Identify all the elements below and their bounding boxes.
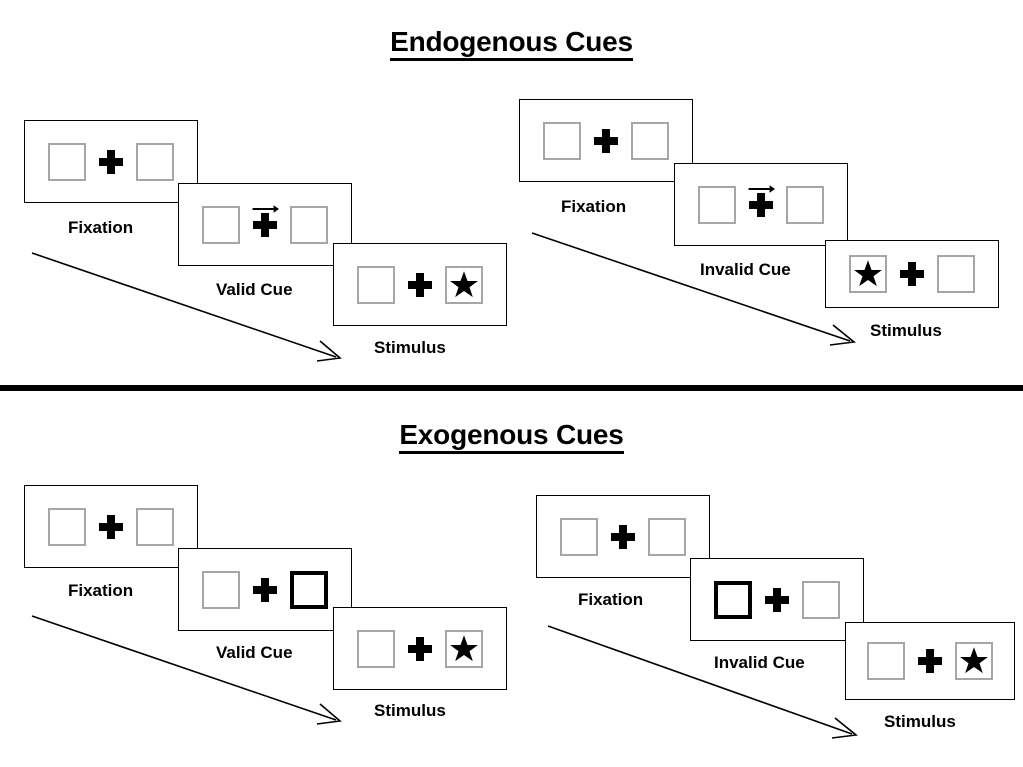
left-placeholder-box [867,642,905,680]
stage-label-valid-cue: Valid Cue [216,280,293,299]
left-placeholder-box [357,629,395,668]
right-placeholder-box-cued [290,570,328,609]
star-icon [960,647,988,674]
exogenous-section-title: Exogenous Cues [0,419,1023,454]
stage-label-invalid-cue: Invalid Cue [714,653,805,672]
right-placeholder-box [937,255,975,293]
centre-slot [581,121,631,161]
endogenous-invalid-cue-frame [674,163,848,246]
left-placeholder-box [202,205,240,244]
stage-label-invalid-cue: Invalid Cue [700,260,791,279]
exogenous-title-text: Exogenous Cues [399,419,624,454]
right-placeholder-box [136,142,174,181]
centre-slot [752,580,802,620]
right-placeholder-box [631,121,669,160]
exogenous-invalid-fixation-frame [536,495,710,578]
left-placeholder-box [357,265,395,304]
centre-slot [598,517,648,557]
endogenous-valid-stimulus-frame [333,243,507,326]
centre-slot [905,641,955,681]
plus-icon [98,514,124,539]
plus-icon [252,212,278,237]
stage-label-fixation: Fixation [578,590,644,609]
plus-icon [593,128,619,153]
plus-icon [899,262,925,286]
centre-slot [86,142,136,182]
endogenous-valid-fixation-frame [24,120,198,203]
left-placeholder-box [48,507,86,546]
endogenous-title-text: Endogenous Cues [390,26,633,61]
exogenous-valid-cue-frame [178,548,352,631]
section-divider [0,385,1023,391]
right-placeholder-box-with-target [445,629,483,668]
left-placeholder-box [202,570,240,609]
left-placeholder-box [698,185,736,224]
plus-icon [610,524,636,549]
stage-label-stimulus: Stimulus [870,321,942,340]
exogenous-valid-stimulus-frame [333,607,507,690]
stage-label-valid-cue: Valid Cue [216,643,293,662]
stage-label-fixation: Fixation [561,197,627,216]
plus-icon [764,587,790,612]
right-placeholder-box [802,580,840,619]
plus-icon [748,192,774,217]
centre-slot [736,184,786,225]
stage-label-stimulus: Stimulus [884,712,956,731]
left-placeholder-box [48,142,86,181]
plus-icon [407,636,433,661]
centre-slot [395,265,445,305]
plus-icon [98,149,124,174]
left-placeholder-box [543,121,581,160]
centre-slot [86,507,136,547]
stage-label-fixation: Fixation [68,581,134,600]
centre-slot [887,254,937,294]
centre-slot [240,204,290,245]
exogenous-invalid-stimulus-frame [845,622,1015,700]
plus-icon [252,577,278,602]
endogenous-invalid-fixation-frame [519,99,693,182]
centre-slot [240,570,290,610]
endogenous-section-title: Endogenous Cues [0,26,1023,61]
right-placeholder-box-with-target [445,265,483,304]
right-placeholder-box [648,517,686,556]
endogenous-invalid-stimulus-frame [825,240,999,308]
right-placeholder-box [786,185,824,224]
star-icon [450,270,478,297]
exogenous-invalid-cue-frame [690,558,864,641]
right-placeholder-box [290,205,328,244]
star-icon [450,634,478,661]
plus-icon [407,272,433,297]
plus-icon [917,649,943,673]
centre-slot [395,629,445,669]
star-icon [854,260,882,287]
endogenous-valid-cue-frame [178,183,352,266]
left-placeholder-box [560,517,598,556]
stage-label-fixation: Fixation [68,218,134,237]
stage-label-stimulus: Stimulus [374,338,446,357]
exogenous-valid-fixation-frame [24,485,198,568]
left-placeholder-box-with-target [849,255,887,293]
left-placeholder-box-cued [714,580,752,619]
stage-label-stimulus: Stimulus [374,701,446,720]
right-placeholder-box [136,507,174,546]
right-placeholder-box-with-target [955,642,993,680]
